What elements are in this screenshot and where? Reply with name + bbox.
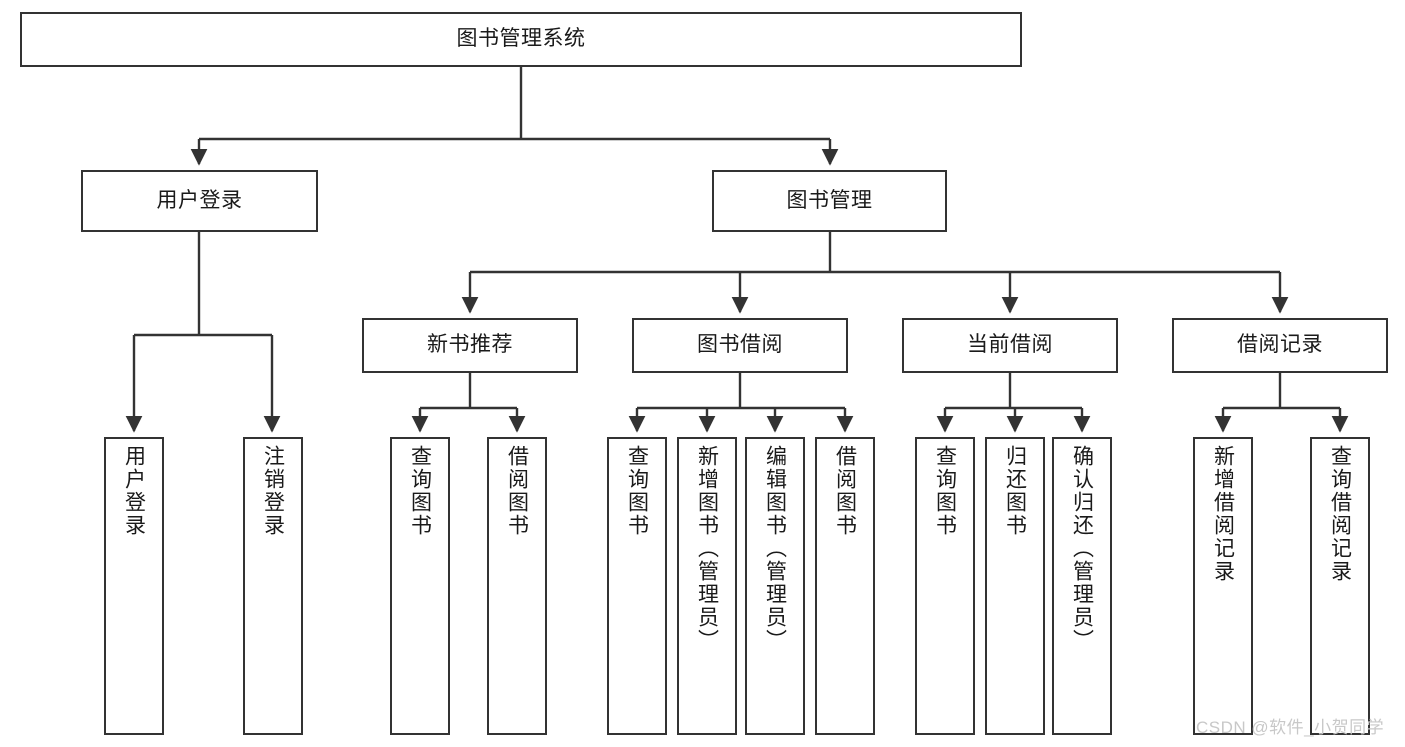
leaf-query-book-cur-label: 查询图书 [933, 445, 957, 537]
leaf-edit-book[interactable]: 编辑图书（管理员） [745, 437, 805, 735]
leaf-add-record-label: 新增借阅记录 [1211, 445, 1235, 583]
leaf-add-book-label: 新增图书（管理员） [695, 445, 719, 652]
leaf-borrow-book-label: 借阅图书 [833, 445, 857, 537]
leaf-return-book-label: 归还图书 [1003, 445, 1027, 537]
leaf-query-record[interactable]: 查询借阅记录 [1310, 437, 1370, 735]
leaf-user-login-label: 用户登录 [122, 445, 146, 537]
node-book-manage-label: 图书管理 [786, 188, 873, 212]
node-borrow-record[interactable]: 借阅记录 [1172, 318, 1388, 373]
watermark-text: CSDN @软件_小贺同学 [1196, 718, 1385, 737]
leaf-add-record[interactable]: 新增借阅记录 [1193, 437, 1253, 735]
leaf-edit-book-label: 编辑图书（管理员） [763, 445, 787, 652]
leaf-confirm-return[interactable]: 确认归还（管理员） [1052, 437, 1112, 735]
leaf-query-book-borrow[interactable]: 查询图书 [607, 437, 667, 735]
node-book-manage[interactable]: 图书管理 [712, 170, 947, 232]
leaf-user-logout-label: 注销登录 [261, 445, 285, 537]
leaf-borrow-book-rec[interactable]: 借阅图书 [487, 437, 547, 735]
node-book-borrow-label: 图书借阅 [697, 333, 783, 357]
leaf-user-logout[interactable]: 注销登录 [243, 437, 303, 735]
node-new-book-rec[interactable]: 新书推荐 [362, 318, 578, 373]
node-user-login-label: 用户登录 [156, 188, 243, 212]
leaf-query-book-rec[interactable]: 查询图书 [390, 437, 450, 735]
node-root[interactable]: 图书管理系统 [20, 12, 1022, 67]
leaf-confirm-return-label: 确认归还（管理员） [1070, 445, 1094, 652]
node-current-borrow[interactable]: 当前借阅 [902, 318, 1118, 373]
leaf-add-book[interactable]: 新增图书（管理员） [677, 437, 737, 735]
leaf-borrow-book-rec-label: 借阅图书 [505, 445, 529, 537]
node-book-borrow[interactable]: 图书借阅 [632, 318, 848, 373]
leaf-query-record-label: 查询借阅记录 [1328, 445, 1352, 583]
node-new-book-rec-label: 新书推荐 [427, 333, 513, 357]
node-borrow-record-label: 借阅记录 [1237, 333, 1323, 357]
leaf-user-login[interactable]: 用户登录 [104, 437, 164, 735]
leaf-borrow-book[interactable]: 借阅图书 [815, 437, 875, 735]
leaf-query-book-cur[interactable]: 查询图书 [915, 437, 975, 735]
leaf-return-book[interactable]: 归还图书 [985, 437, 1045, 735]
node-root-label: 图书管理系统 [456, 27, 586, 51]
leaf-query-book-rec-label: 查询图书 [408, 445, 432, 537]
node-current-borrow-label: 当前借阅 [967, 333, 1053, 357]
leaf-query-book-borrow-label: 查询图书 [625, 445, 649, 537]
node-user-login[interactable]: 用户登录 [81, 170, 318, 232]
